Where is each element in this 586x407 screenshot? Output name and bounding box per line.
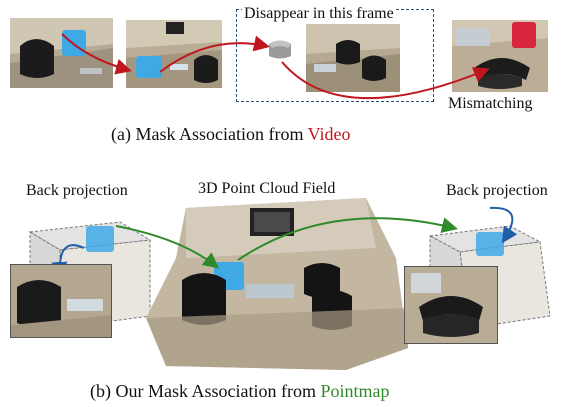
caption-b-highlight: Pointmap bbox=[320, 381, 390, 401]
label-back-projection-right: Back projection bbox=[446, 182, 548, 199]
video-frame-1 bbox=[10, 18, 113, 88]
point-cloud-scene bbox=[146, 198, 408, 370]
caption-a: (a) Mask Association from Video bbox=[111, 125, 351, 143]
label-mismatching: Mismatching bbox=[448, 95, 533, 112]
left-camera-view bbox=[10, 264, 112, 338]
right-camera-view bbox=[404, 266, 498, 344]
caption-b: (b) Our Mask Association from Pointmap bbox=[90, 382, 389, 400]
pointmap-association-arrows bbox=[115, 217, 458, 269]
caption-b-prefix: (b) Our Mask Association from bbox=[90, 381, 321, 401]
video-frame-3 bbox=[306, 24, 400, 92]
caption-a-prefix: (a) Mask Association from bbox=[111, 124, 308, 144]
label-point-cloud: 3D Point Cloud Field bbox=[198, 180, 336, 197]
caption-a-highlight: Video bbox=[307, 124, 351, 144]
label-back-projection-left: Back projection bbox=[26, 182, 128, 199]
video-frame-4 bbox=[452, 20, 548, 92]
label-disappear: Disappear in this frame bbox=[242, 5, 396, 22]
video-frame-2 bbox=[126, 20, 222, 88]
ghost-chair-icon bbox=[266, 36, 294, 62]
video-association-arrows bbox=[61, 33, 490, 99]
